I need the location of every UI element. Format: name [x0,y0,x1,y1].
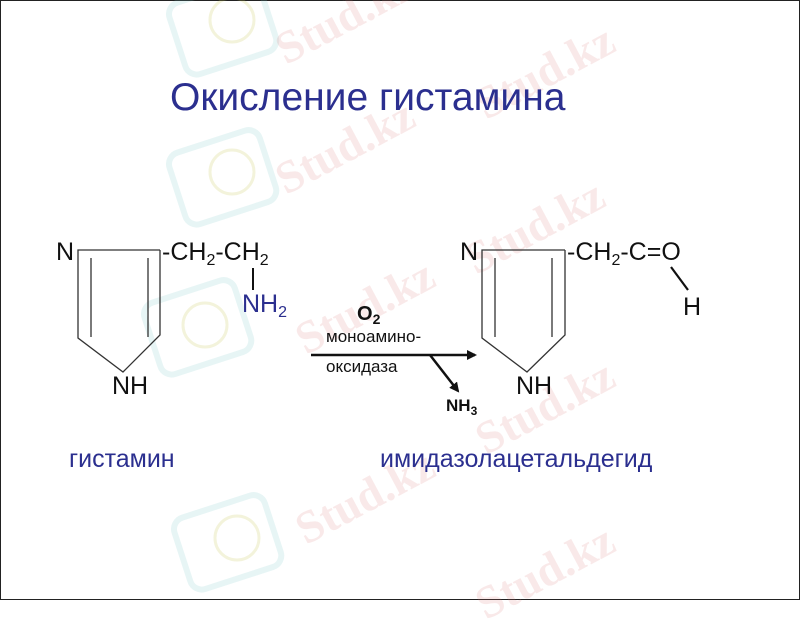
slide-title: Окисление гистамина [170,76,566,119]
byproduct-ammonia: NH3 [446,396,478,418]
product-ring-n: N [460,238,479,266]
enzyme-label-line2: оксидаза [326,357,398,376]
histamine-ring-icon [77,249,161,373]
product-caption: имидазолацетальдегид [380,445,653,473]
histamine-amine-group: NH2 [242,290,288,321]
histamine-side-chain: -CH2-CH2 [162,238,269,269]
reagent-oxygen: O2 [357,303,381,327]
product-ring-nh: NH [516,372,553,400]
product-side-chain: -CH2-C=O [567,238,681,269]
byproduct-arrow-icon [429,354,460,393]
product-ring-icon [481,249,566,373]
aldehyde-bond [670,266,689,291]
structure-lines [77,249,689,393]
enzyme-label-line1: моноамино- [326,327,422,346]
histamine-ring-nh: NH [112,372,149,400]
histamine-ring-n: N [56,238,75,266]
histamine-caption: гистамин [69,445,175,473]
aldehyde-hydrogen: H [683,293,702,321]
